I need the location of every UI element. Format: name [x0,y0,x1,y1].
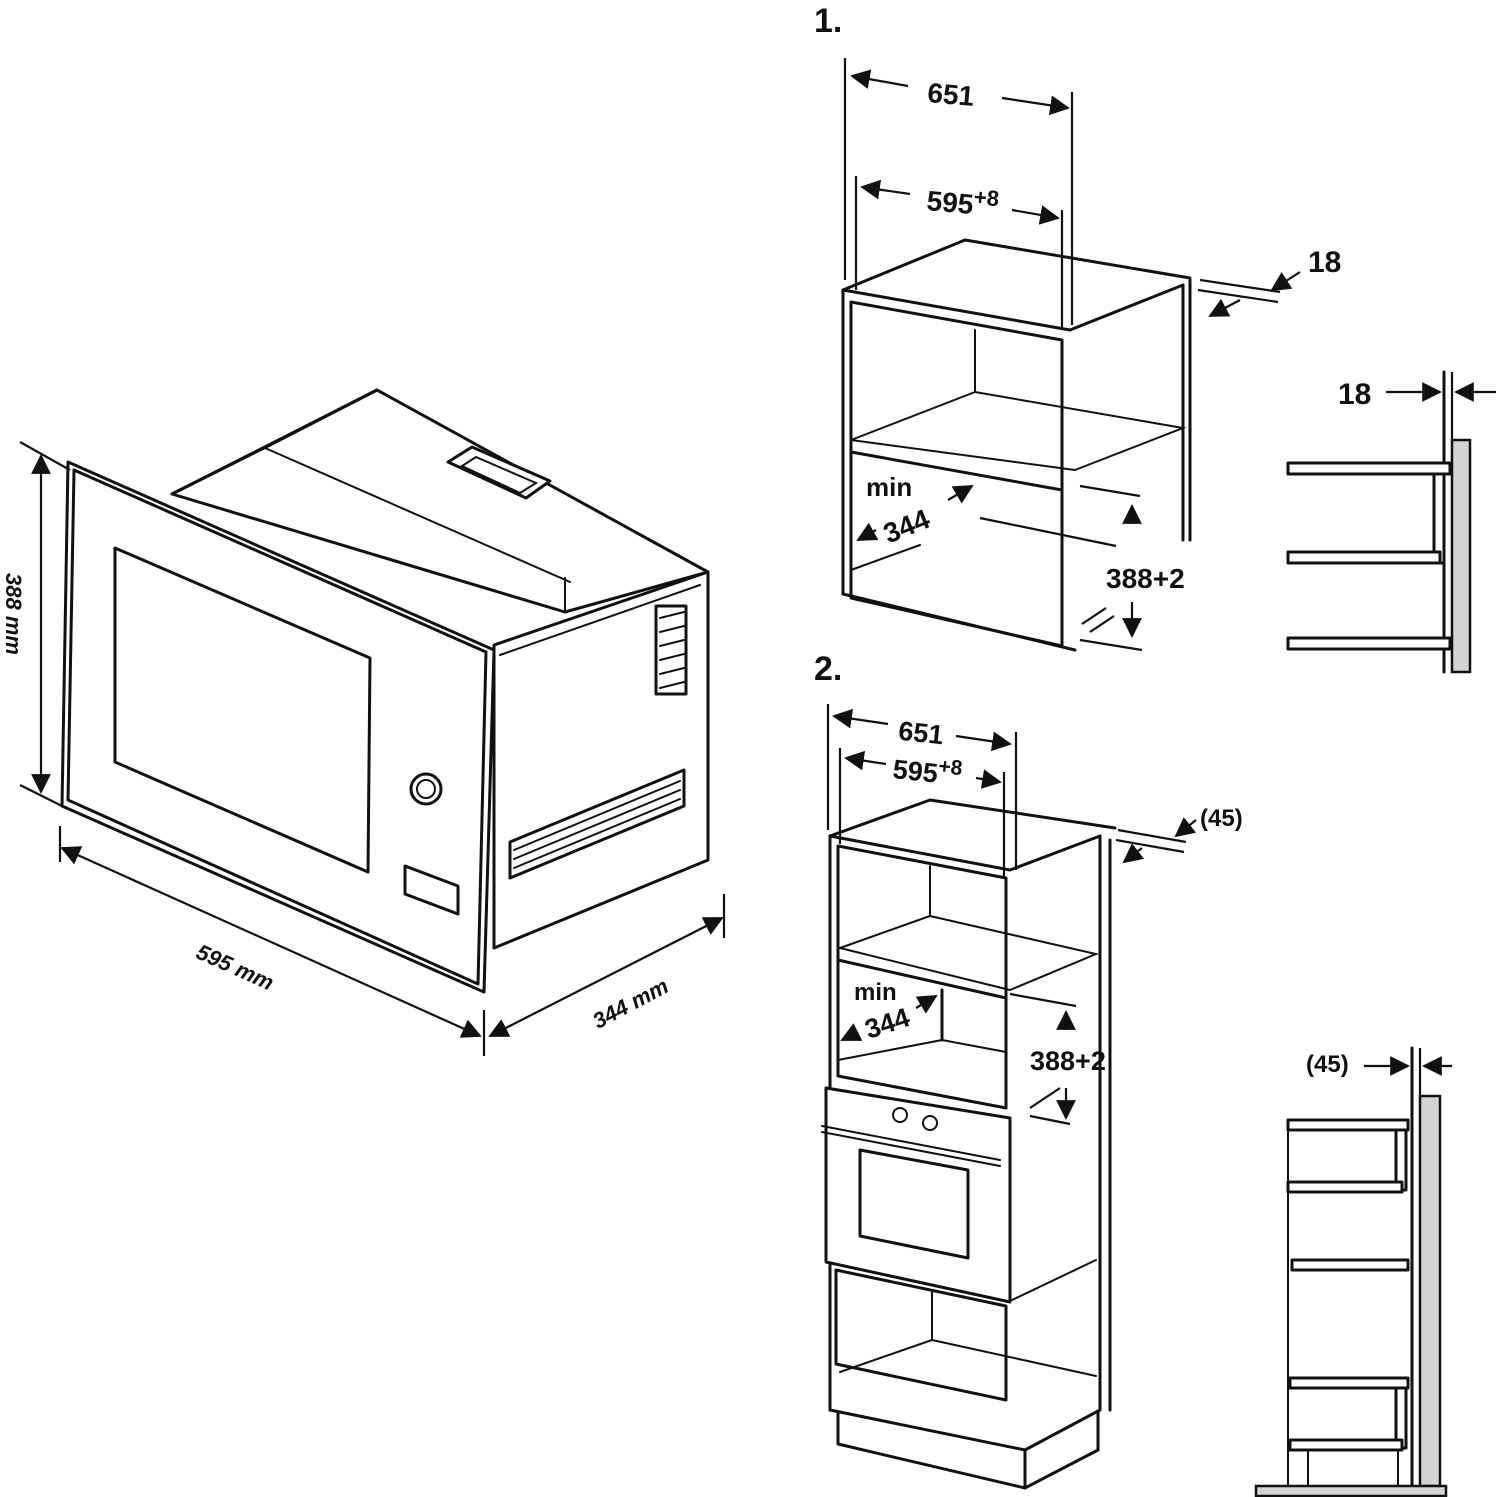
tall-cabinet-2 [821,798,1117,1490]
dim-344-1 [856,485,974,541]
niche-width-2: 595+8 [891,750,964,791]
wall-cabinet-1 [841,238,1192,652]
dim-45-top [1115,817,1197,864]
depth-label: 344 mm [588,973,672,1034]
dim-595-1 [854,176,1064,330]
min-depth-1: 344 [879,503,934,549]
outer-width-1: 651 [926,77,975,112]
step-2-label: 2. [814,650,842,688]
dim-651-2 [826,704,1018,870]
side-vent-grille [654,604,688,696]
min-depth-2: 344 [861,1002,913,1044]
outer-width-2: 651 [897,716,945,751]
niche-height-2: 388+2 [1030,1046,1106,1076]
height-label: 388 mm [1,573,26,655]
appliance-dimensions [19,441,726,1056]
control-knob [409,772,443,806]
side-section-1 [1286,370,1496,674]
niche-height-1: 388+2 [1106,563,1185,594]
min-label-2: min [854,979,897,1006]
panel-thickness-1: 18 [1308,246,1341,279]
side-thickness-1: 18 [1338,378,1371,411]
oven-window [858,1148,970,1260]
width-label: 595 mm [193,939,278,995]
bottom-vent-grille [508,768,686,880]
side-offset-2: (45) [1306,1051,1349,1078]
min-label-1: min [866,472,912,502]
dim-595-2 [838,748,1006,878]
dim-388-1 [979,484,1143,652]
dim-388-2 [1009,992,1077,1126]
dim-651-1 [843,58,1074,325]
microwave-drawing [60,388,710,994]
dim-18-panel [1197,271,1301,317]
step-1-label: 1. [814,2,842,40]
niche-width-1: 595+8 [925,180,1000,222]
side-section-2 [1254,1046,1452,1497]
dim-344-2 [840,994,938,1041]
offset-2: (45) [1200,805,1243,832]
